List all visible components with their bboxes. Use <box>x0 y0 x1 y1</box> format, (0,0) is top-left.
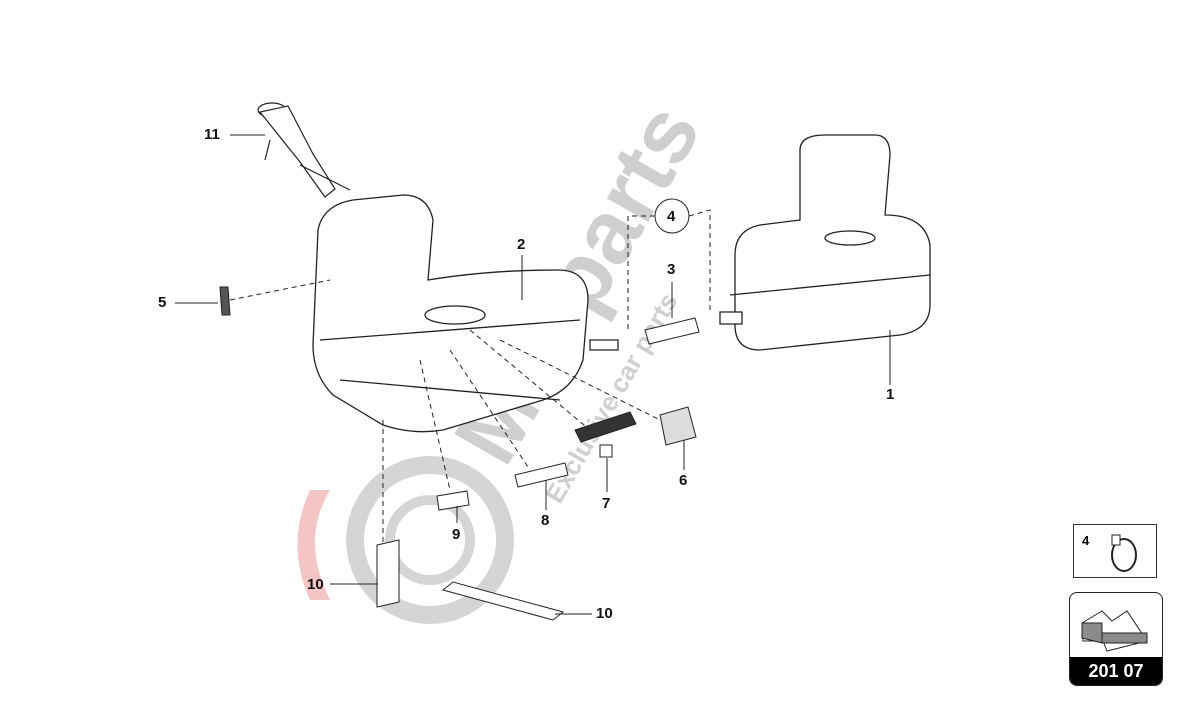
fuel-tank-left-part[interactable] <box>312 194 619 433</box>
pad-part-9[interactable] <box>436 490 470 511</box>
legend-part-4: 4 <box>1073 524 1157 578</box>
filler-neck-part[interactable] <box>257 102 351 198</box>
callout-10a: 10 <box>307 576 324 593</box>
legend-part-number: 4 <box>1082 533 1090 548</box>
callout-7: 7 <box>602 495 611 512</box>
callout-10b: 10 <box>596 605 613 622</box>
callout-2: 2 <box>517 236 526 253</box>
next-arrow-icon <box>1081 610 1148 652</box>
diagram-code: 201 07 <box>1070 657 1162 685</box>
callout-8: 8 <box>541 512 550 529</box>
insulation-part-10a[interactable] <box>376 539 400 608</box>
callout-6: 6 <box>679 472 688 489</box>
callout-9: 9 <box>452 526 461 543</box>
leader-lines <box>175 134 891 615</box>
insulation-part-10b[interactable] <box>441 581 565 621</box>
fuel-tank-right-part[interactable] <box>719 134 931 351</box>
strip-part-7[interactable] <box>574 411 637 443</box>
callout-4: 4 <box>667 208 676 225</box>
pad-part-8[interactable] <box>514 462 569 488</box>
callout-11: 11 <box>204 126 220 143</box>
pad-part-6[interactable] <box>659 406 697 446</box>
bracket-part[interactable] <box>219 286 231 316</box>
next-page-button[interactable]: 201 07 <box>1069 592 1163 686</box>
hose-part[interactable] <box>644 317 700 345</box>
hose-clamp-icon <box>1111 534 1137 572</box>
callout-1: 1 <box>886 386 895 403</box>
callout-3: 3 <box>667 261 676 278</box>
callout-5: 5 <box>158 294 167 311</box>
